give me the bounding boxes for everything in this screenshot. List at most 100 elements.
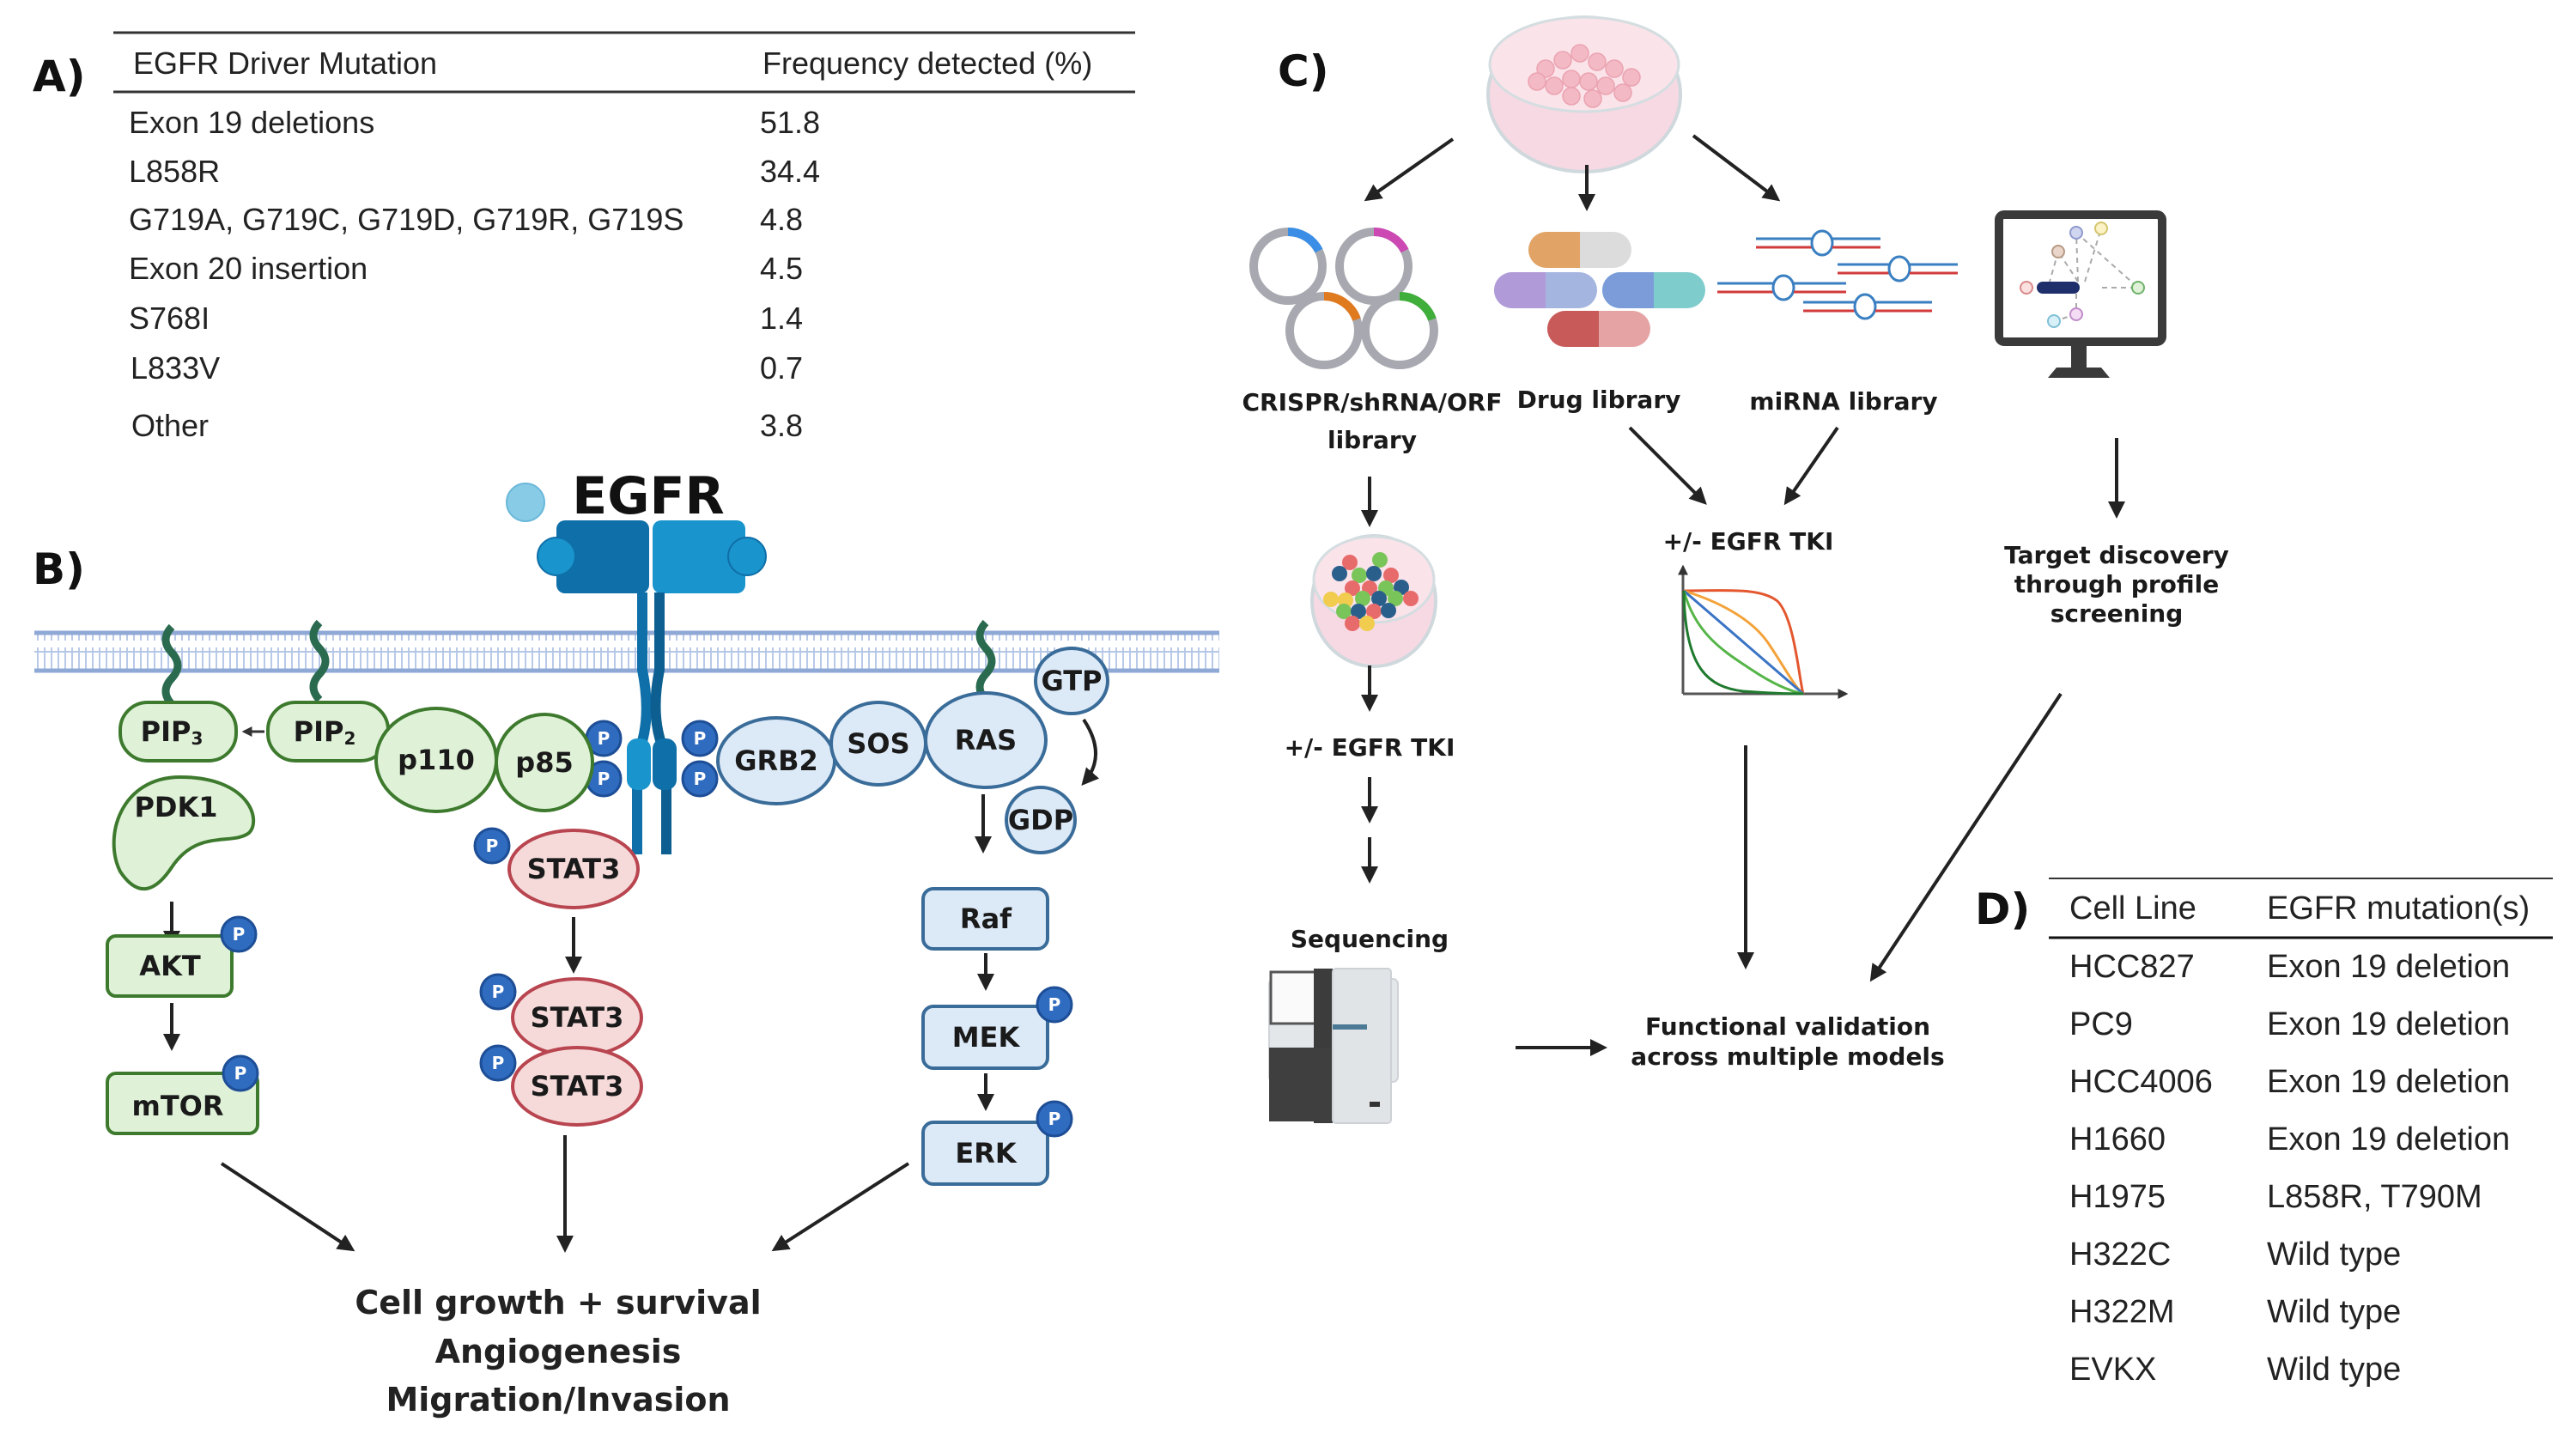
frequency-cell: 1.4 xyxy=(760,301,803,336)
gtp-hydrolysis-arrow xyxy=(1081,718,1100,787)
erk-node: ERK P xyxy=(921,1100,1073,1186)
drug-pills-icon xyxy=(1494,232,1705,347)
svg-text:P: P xyxy=(598,728,611,749)
table-row: H322M Wild type xyxy=(2069,1294,2401,1330)
panel-a-label: A) xyxy=(33,52,86,101)
phospho-icon xyxy=(479,1044,517,1082)
tki-treatment-label-left: +/- EGFR TKI xyxy=(1285,733,1455,762)
cell-line-cell: EVKX xyxy=(2069,1352,2156,1388)
table-row: Exon 20 insertion 4.5 xyxy=(129,251,803,286)
table-d-header-mutation: EGFR mutation(s) xyxy=(2267,890,2530,927)
to-mirna-arrow xyxy=(1692,134,1781,202)
target-discovery-label: through profile xyxy=(2014,570,2219,598)
mirna-hairpins-icon xyxy=(1717,229,1958,320)
target-discovery-label: screening xyxy=(2050,599,2184,628)
stat3-dimer-bottom: STAT3 P xyxy=(479,1044,643,1127)
sos-node: SOS xyxy=(829,701,927,787)
petri-dish-icon xyxy=(1486,15,1682,173)
grb2-node: GRB2 xyxy=(716,716,836,805)
sequencing-label: Sequencing xyxy=(1291,925,1449,953)
phospho-icon xyxy=(473,827,511,865)
mutation-cell: Exon 19 deletion xyxy=(2267,949,2510,985)
svg-text:STAT3: STAT3 xyxy=(531,1001,624,1034)
svg-text:P: P xyxy=(492,981,505,1002)
phospho-icon xyxy=(1036,1100,1073,1138)
tki-treatment-label: +/- EGFR TKI xyxy=(1663,527,1834,556)
receptor-phospho-sites: P P P P xyxy=(585,720,719,798)
svg-text:RAS: RAS xyxy=(955,724,1017,756)
svg-text:P: P xyxy=(694,769,707,789)
lipid-anchor-icon xyxy=(161,623,182,708)
mutation-cell: Wild type xyxy=(2267,1352,2401,1388)
mek-node: MEK P xyxy=(921,986,1073,1070)
panel-c-label: C) xyxy=(1278,46,1329,96)
crispr-library-label: library xyxy=(1327,426,1417,454)
dose-response-curves-icon xyxy=(1678,564,1849,699)
panel-a: A) EGFR Driver Mutation Frequency detect… xyxy=(33,31,1135,443)
svg-text:p110: p110 xyxy=(398,744,475,776)
cell-line-cell: H322M xyxy=(2069,1294,2175,1330)
lipid-anchor-icon xyxy=(975,619,996,703)
pip2-node: PIP2 xyxy=(266,701,390,763)
cell-line-cell: HCC4006 xyxy=(2069,1064,2213,1100)
outcome-line: Cell growth + survival xyxy=(355,1284,761,1322)
lipid-anchor-icon xyxy=(309,619,330,703)
target-discovery-label: Target discovery xyxy=(2004,541,2229,569)
svg-text:P: P xyxy=(1048,994,1061,1015)
pip3-node: PIP3 xyxy=(118,701,238,763)
mutation-cell: Wild type xyxy=(2267,1236,2401,1273)
mutation-cell: Other xyxy=(131,408,209,443)
frequency-cell: 0.7 xyxy=(760,350,803,386)
phospho-icon xyxy=(479,973,517,1011)
svg-text:GDP: GDP xyxy=(1008,804,1073,836)
table-row: HCC827 Exon 19 deletion xyxy=(2069,949,2510,985)
table-d-header-cell-line: Cell Line xyxy=(2069,890,2196,927)
outcome-line: Migration/Invasion xyxy=(386,1381,730,1419)
pdk1-node: PDK1 xyxy=(112,775,256,890)
functional-validation-label: Functional validation xyxy=(1645,1012,1930,1041)
drug-library-label: Drug library xyxy=(1517,386,1681,414)
svg-text:P: P xyxy=(486,835,499,856)
svg-text:P: P xyxy=(1048,1109,1061,1129)
table-row: G719A, G719C, G719D, G719R, G719S 4.8 xyxy=(129,202,803,237)
svg-text:P: P xyxy=(234,1063,247,1084)
table-a-header-mutation: EGFR Driver Mutation xyxy=(133,46,437,81)
svg-text:p85: p85 xyxy=(515,746,573,779)
gtp-node: GTP xyxy=(1034,647,1109,715)
svg-text:P: P xyxy=(598,769,611,789)
outcome-line: Angiogenesis xyxy=(435,1333,682,1370)
mutation-cell: Exon 20 insertion xyxy=(129,251,368,286)
crispr-library-label: CRISPR/shRNA/ORF xyxy=(1242,388,1503,416)
panel-c: C) xyxy=(1242,15,2229,1124)
frequency-cell: 4.8 xyxy=(760,202,803,237)
panel-d-label: D) xyxy=(1975,884,2030,934)
mutation-cell: L858R xyxy=(129,154,220,189)
mutation-cell: Exon 19 deletion xyxy=(2267,1064,2510,1100)
computer-monitor-icon xyxy=(1995,210,2166,378)
to-crispr-arrow xyxy=(1364,137,1455,202)
table-row: L833V 0.7 xyxy=(131,350,803,386)
cell-line-cell: H1975 xyxy=(2069,1179,2166,1215)
egfr-title: EGFR xyxy=(572,466,724,526)
panel-d: D) Cell Line EGFR mutation(s) HCC827 Exo… xyxy=(1975,878,2553,1388)
mirna-library-label: miRNA library xyxy=(1749,387,1937,416)
svg-text:STAT3: STAT3 xyxy=(531,1070,624,1103)
mirna-to-tki-arrow xyxy=(1783,426,1839,506)
egf-ligand-icon xyxy=(506,483,545,522)
mutation-cell: L858R, T790M xyxy=(2267,1179,2482,1215)
cell-line-cell: H322C xyxy=(2069,1236,2171,1273)
cell-line-cell: HCC827 xyxy=(2069,949,2195,985)
svg-text:P: P xyxy=(694,728,707,749)
raf-node: Raf xyxy=(921,887,1049,951)
svg-text:PIP2: PIP2 xyxy=(294,715,356,749)
ras-node: RAS xyxy=(924,691,1048,789)
phospho-icon xyxy=(1036,986,1073,1024)
p85-node: p85 xyxy=(495,713,594,812)
mutation-cell: Exon 19 deletions xyxy=(129,105,374,140)
table-row: EVKX Wild type xyxy=(2069,1352,2401,1388)
svg-text:STAT3: STAT3 xyxy=(527,853,621,885)
transduced-cells-dish-icon xyxy=(1310,534,1437,668)
mutation-cell: L833V xyxy=(131,350,220,386)
egfr-receptor-icon xyxy=(537,520,767,854)
